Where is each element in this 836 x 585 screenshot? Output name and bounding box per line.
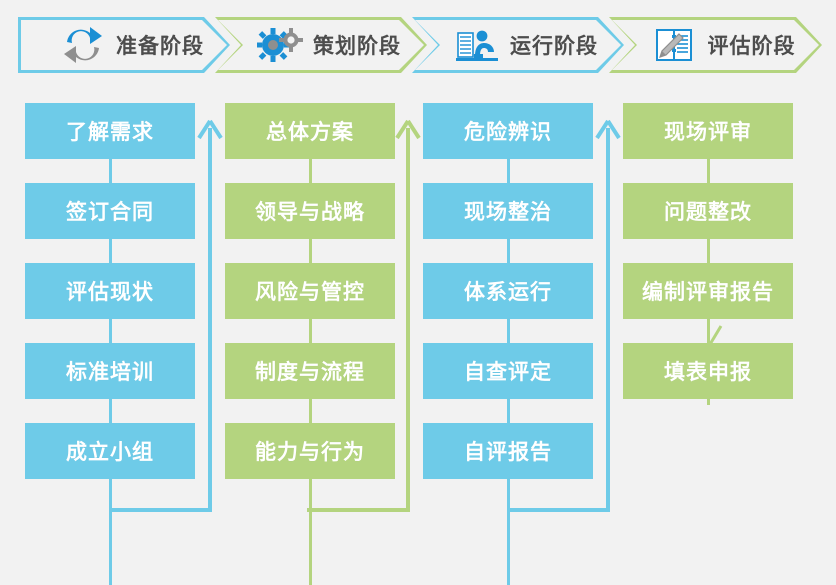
- node-operate-3[interactable]: 体系运行: [423, 263, 593, 319]
- refresh-cycle-icon: [60, 25, 106, 65]
- stage-header-label-evaluate: 评估阶段: [707, 35, 796, 58]
- column-prepare: 了解需求 签订合同 评估现状 标准培训 成立小组: [25, 103, 195, 585]
- column-operate: 危险辨识 现场整治 体系运行 自查评定 自评报告: [423, 103, 593, 585]
- connector-prepare-to-plan: [104, 118, 234, 518]
- connector-evaluate-terminal-arrowhead: [697, 322, 725, 355]
- node-prepare-5[interactable]: 成立小组: [25, 423, 195, 479]
- node-plan-5[interactable]: 能力与行为: [225, 423, 395, 479]
- node-operate-4[interactable]: 自查评定: [423, 343, 593, 399]
- node-operate-2[interactable]: 现场整治: [423, 183, 593, 239]
- pencil-notebook-icon: [652, 25, 698, 65]
- connector-operate-to-evaluate: [502, 118, 632, 518]
- node-plan-1[interactable]: 总体方案: [225, 103, 395, 159]
- node-evaluate-1[interactable]: 现场评审: [623, 103, 793, 159]
- chevron-inner-prepare: [21, 20, 227, 70]
- node-prepare-3[interactable]: 评估现状: [25, 263, 195, 319]
- stage-header-evaluate[interactable]: 评估阶段: [609, 17, 822, 73]
- chevron-inner-evaluate: [612, 20, 819, 70]
- stage-header-label-plan: 策划阶段: [313, 35, 401, 58]
- node-operate-1[interactable]: 危险辨识: [423, 103, 593, 159]
- column-plan: 总体方案 领导与战略 风险与管控 制度与流程 能力与行为: [225, 103, 395, 585]
- stage-header-label-prepare: 准备阶段: [116, 35, 204, 58]
- chevron-inner-plan: [218, 20, 424, 70]
- connector-plan-to-operate: [302, 118, 432, 518]
- node-evaluate-3[interactable]: 编制评审报告: [623, 263, 793, 319]
- chevron-inner-operate: [415, 20, 621, 70]
- node-plan-3[interactable]: 风险与管控: [225, 263, 395, 319]
- node-prepare-4[interactable]: 标准培训: [25, 343, 195, 399]
- node-prepare-1[interactable]: 了解需求: [25, 103, 195, 159]
- node-plan-4[interactable]: 制度与流程: [225, 343, 395, 399]
- node-operate-5[interactable]: 自评报告: [423, 423, 593, 479]
- column-evaluate: 现场评审 问题整改 编制评审报告 填表申报: [623, 103, 793, 405]
- person-at-desk-icon: [454, 25, 500, 65]
- node-prepare-2[interactable]: 签订合同: [25, 183, 195, 239]
- stage-header-plan[interactable]: 策划阶段: [215, 17, 427, 73]
- node-evaluate-2[interactable]: 问题整改: [623, 183, 793, 239]
- stage-header-operate[interactable]: 运行阶段: [412, 17, 624, 73]
- gears-icon: [256, 25, 303, 65]
- node-plan-2[interactable]: 领导与战略: [225, 183, 395, 239]
- node-evaluate-4[interactable]: 填表申报: [623, 343, 793, 399]
- stage-header-prepare[interactable]: 准备阶段: [18, 17, 230, 73]
- stage-header-label-operate: 运行阶段: [510, 35, 598, 58]
